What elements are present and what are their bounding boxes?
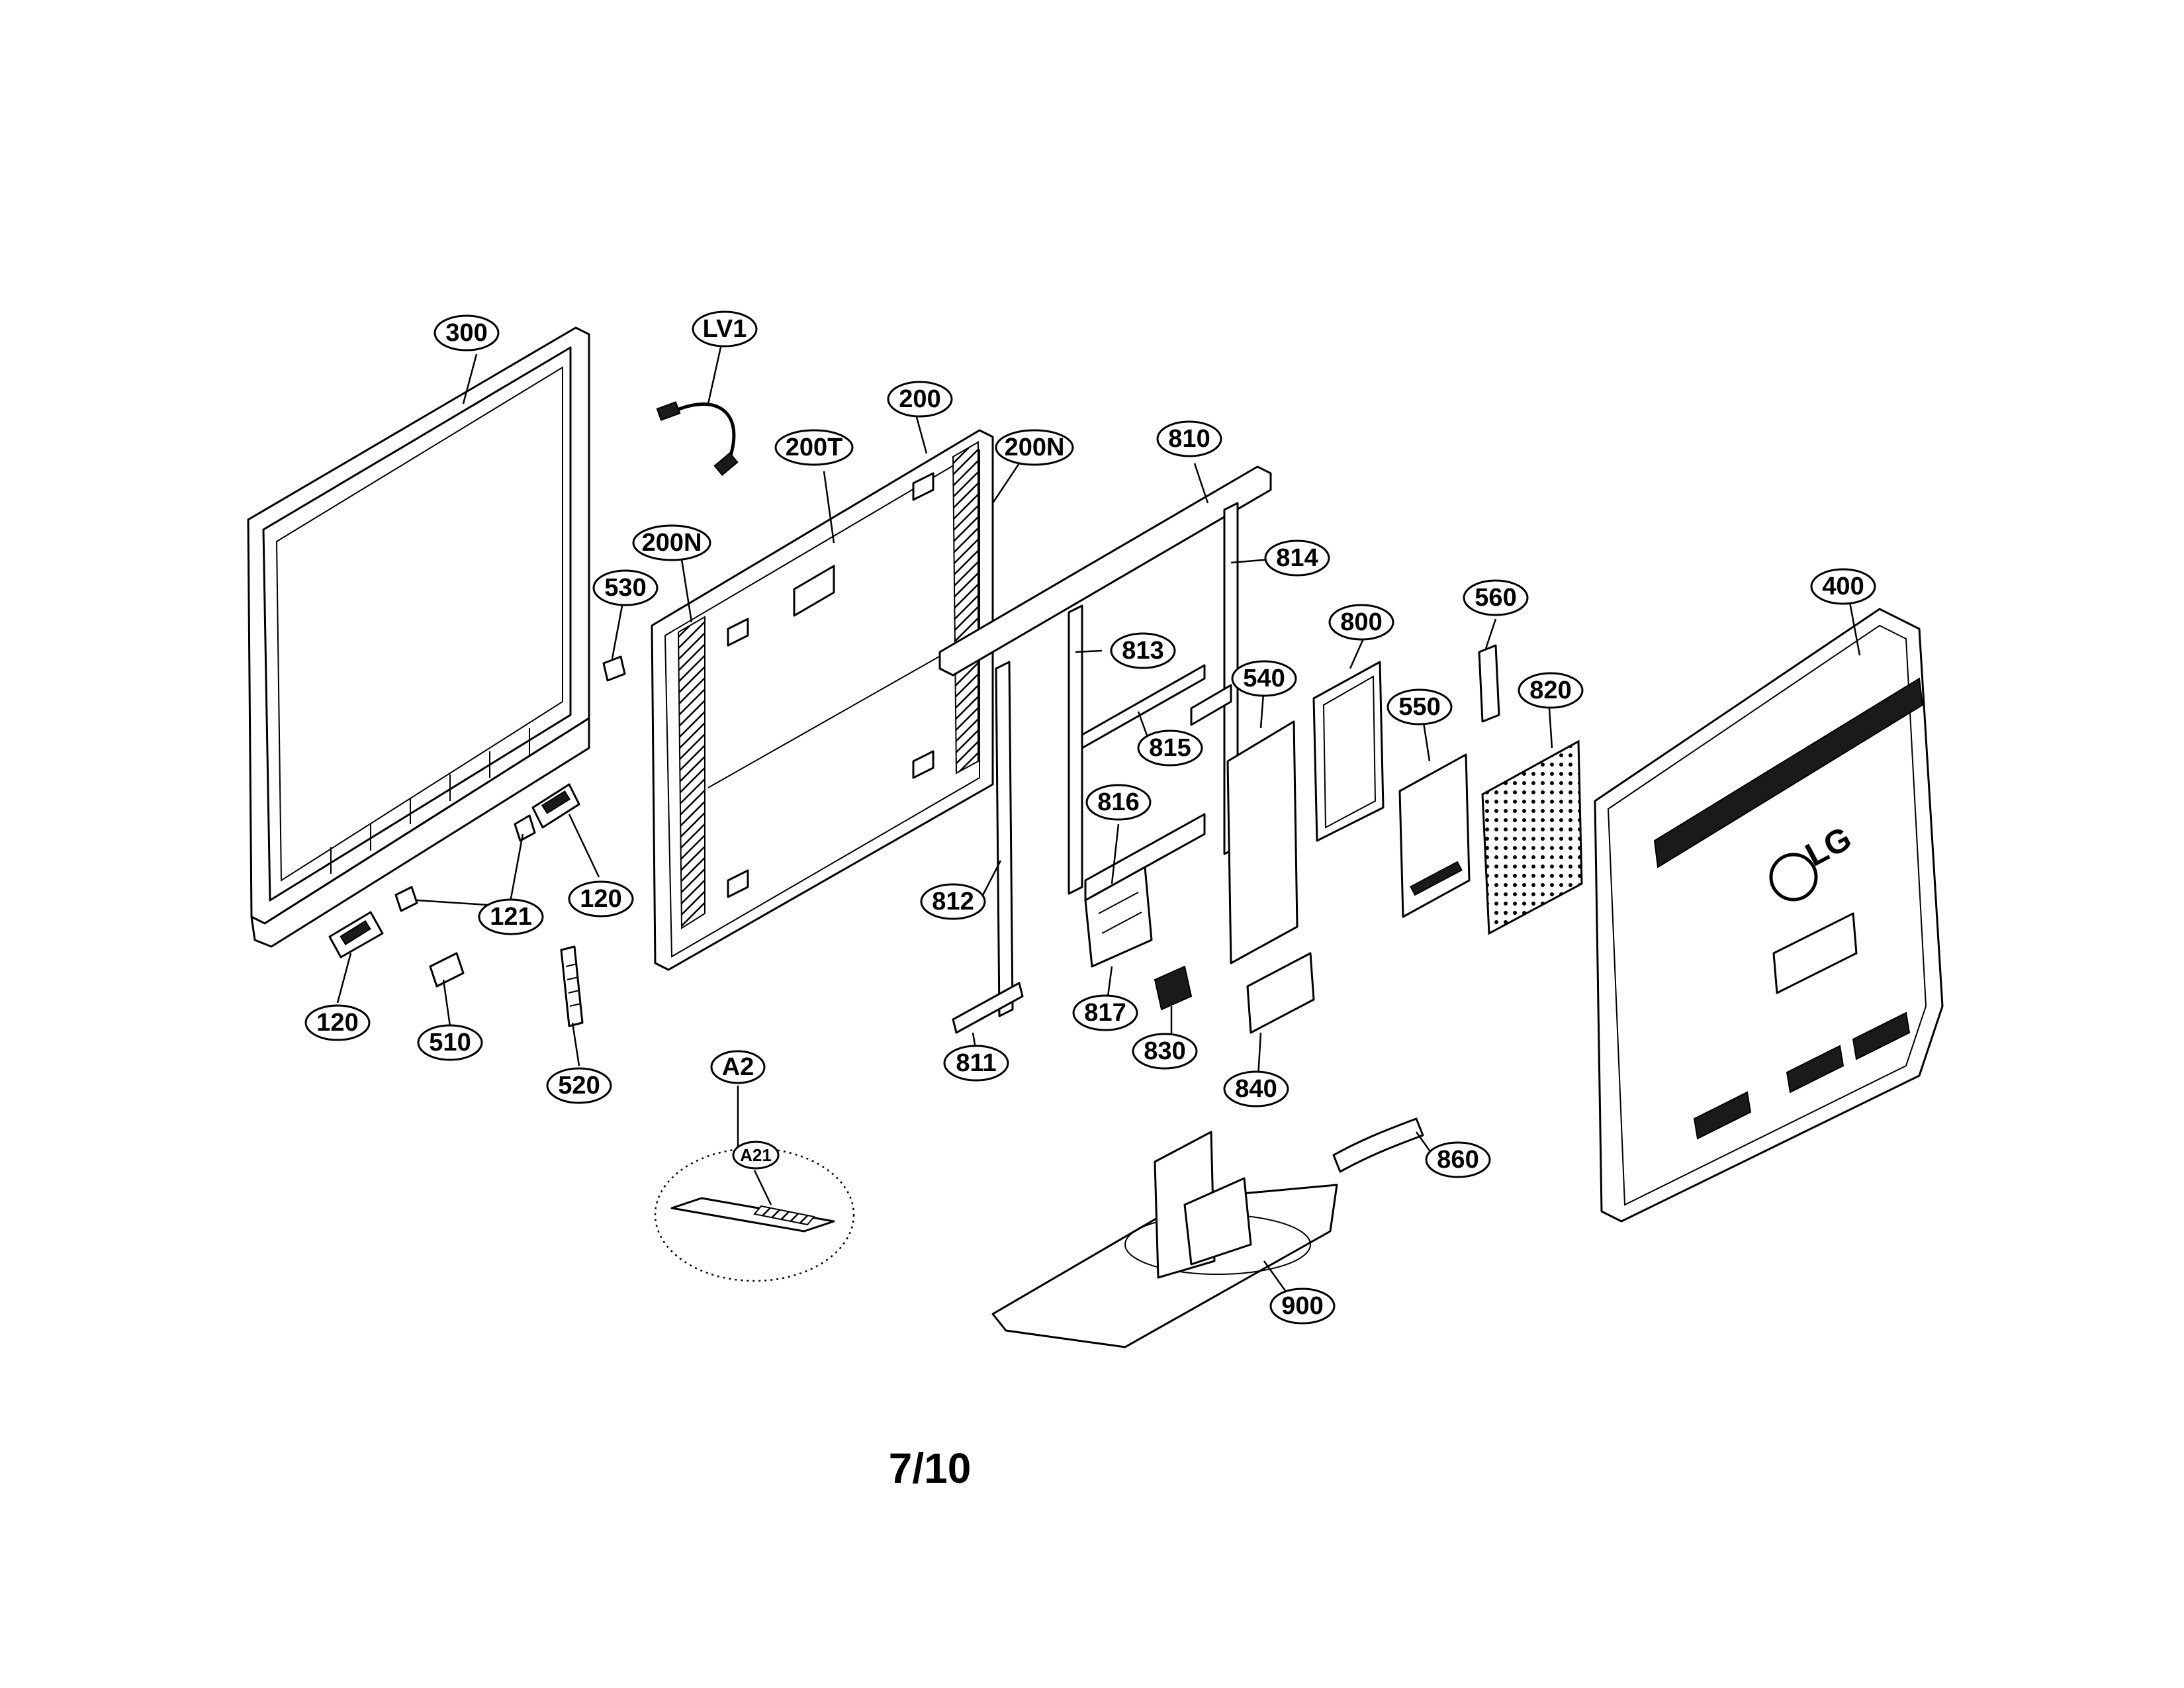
callout-830: 830 bbox=[1132, 1033, 1198, 1070]
cover-part-840 bbox=[1246, 952, 1315, 1034]
svg-text:A2: A2 bbox=[722, 1053, 754, 1081]
connector-part-830 bbox=[1154, 965, 1193, 1011]
svg-text:540: 540 bbox=[1243, 665, 1285, 692]
callout-813: 813 bbox=[1110, 632, 1176, 669]
svg-text:510: 510 bbox=[429, 1029, 471, 1056]
svg-text:200N: 200N bbox=[642, 529, 702, 557]
bracket-part-121-right bbox=[514, 814, 536, 842]
svg-text:810: 810 bbox=[1168, 425, 1210, 453]
svg-text:LV1: LV1 bbox=[703, 315, 747, 343]
svg-text:200: 200 bbox=[899, 385, 940, 413]
mesh-shield-part-820 bbox=[1481, 739, 1583, 935]
cable-part-lv1 bbox=[656, 401, 739, 476]
callout-814: 814 bbox=[1264, 539, 1330, 577]
svg-text:120: 120 bbox=[316, 1009, 358, 1037]
svg-text:520: 520 bbox=[558, 1072, 600, 1100]
callout-200n-left: 200N bbox=[632, 524, 711, 561]
callout-815: 815 bbox=[1137, 729, 1203, 767]
lcd-panel-part-200 bbox=[651, 429, 994, 971]
svg-text:300: 300 bbox=[445, 319, 487, 347]
callout-860: 860 bbox=[1425, 1141, 1491, 1178]
callout-121: 121 bbox=[478, 898, 544, 935]
callout-400: 400 bbox=[1810, 568, 1876, 605]
callout-510: 510 bbox=[417, 1024, 483, 1061]
svg-text:A21: A21 bbox=[740, 1145, 772, 1165]
callout-816: 816 bbox=[1085, 784, 1152, 821]
svg-text:200N: 200N bbox=[1005, 434, 1065, 461]
leader-lines bbox=[336, 344, 1861, 1303]
rail-part-811 bbox=[952, 982, 1024, 1034]
callout-520: 520 bbox=[546, 1067, 612, 1104]
callout-820: 820 bbox=[1518, 672, 1584, 709]
clip-part-530 bbox=[602, 655, 626, 682]
speaker-part-120-left bbox=[328, 911, 384, 959]
callout-811: 811 bbox=[943, 1045, 1009, 1082]
svg-text:817: 817 bbox=[1084, 999, 1126, 1027]
svg-text:811: 811 bbox=[956, 1049, 996, 1077]
rail-part-813 bbox=[1068, 604, 1083, 895]
svg-text:121: 121 bbox=[490, 903, 531, 931]
svg-text:200T: 200T bbox=[786, 434, 843, 461]
bracket-part-816 bbox=[1084, 813, 1206, 902]
bracket-part-560 bbox=[1478, 644, 1500, 723]
svg-text:550: 550 bbox=[1398, 693, 1440, 721]
callout-a21: A21 bbox=[732, 1141, 780, 1170]
svg-text:900: 900 bbox=[1281, 1292, 1323, 1320]
svg-text:820: 820 bbox=[1529, 677, 1571, 704]
svg-text:816: 816 bbox=[1097, 788, 1139, 816]
svg-text:830: 830 bbox=[1144, 1037, 1185, 1065]
front-bezel-part-300 bbox=[247, 326, 590, 948]
board-part-550 bbox=[1398, 753, 1471, 918]
callout-840: 840 bbox=[1223, 1070, 1289, 1107]
bracket-part-121-left bbox=[394, 886, 418, 912]
callout-530: 530 bbox=[592, 569, 659, 606]
svg-text:800: 800 bbox=[1340, 608, 1382, 636]
svg-text:120: 120 bbox=[580, 885, 621, 913]
callout-812: 812 bbox=[920, 883, 986, 920]
svg-text:560: 560 bbox=[1475, 584, 1516, 612]
callout-550: 550 bbox=[1387, 688, 1453, 726]
callout-810: 810 bbox=[1156, 420, 1222, 457]
svg-text:860: 860 bbox=[1437, 1146, 1479, 1174]
svg-text:814: 814 bbox=[1276, 544, 1318, 572]
svg-text:840: 840 bbox=[1235, 1075, 1277, 1103]
svg-text:400: 400 bbox=[1822, 573, 1864, 600]
callout-a2: A2 bbox=[710, 1050, 766, 1084]
bracket-part-800 bbox=[1312, 661, 1385, 842]
svg-text:530: 530 bbox=[604, 574, 646, 602]
rail-part-815 bbox=[1081, 664, 1206, 749]
handle-part-860 bbox=[1332, 1117, 1424, 1173]
callout-200: 200 bbox=[887, 381, 953, 418]
callout-900: 900 bbox=[1269, 1288, 1336, 1325]
svg-text:813: 813 bbox=[1122, 637, 1163, 665]
rail-part-812 bbox=[995, 661, 1014, 1017]
callout-817: 817 bbox=[1072, 994, 1138, 1031]
callout-200t: 200T bbox=[774, 429, 854, 466]
callout-560: 560 bbox=[1463, 579, 1529, 616]
keypad-part-520 bbox=[560, 945, 584, 1027]
speaker-part-120-right bbox=[531, 783, 580, 829]
callout-800: 800 bbox=[1328, 604, 1394, 641]
callout-120-right: 120 bbox=[568, 880, 634, 917]
page-number-label: 7/10 bbox=[889, 1444, 972, 1492]
callout-200n-top: 200N bbox=[995, 429, 1074, 466]
bracket-part-817 bbox=[1084, 866, 1153, 968]
back-cover-part-400: LG bbox=[1594, 608, 1944, 1223]
shield-part-540 bbox=[1226, 720, 1298, 964]
svg-text:815: 815 bbox=[1149, 734, 1191, 762]
callout-540: 540 bbox=[1231, 660, 1297, 697]
board-part-510 bbox=[429, 952, 465, 988]
callout-120-left: 120 bbox=[304, 1004, 371, 1041]
callout-300: 300 bbox=[433, 314, 500, 352]
svg-text:812: 812 bbox=[932, 888, 974, 915]
callout-lv1: LV1 bbox=[692, 310, 758, 348]
stand-part-900 bbox=[991, 1131, 1338, 1348]
